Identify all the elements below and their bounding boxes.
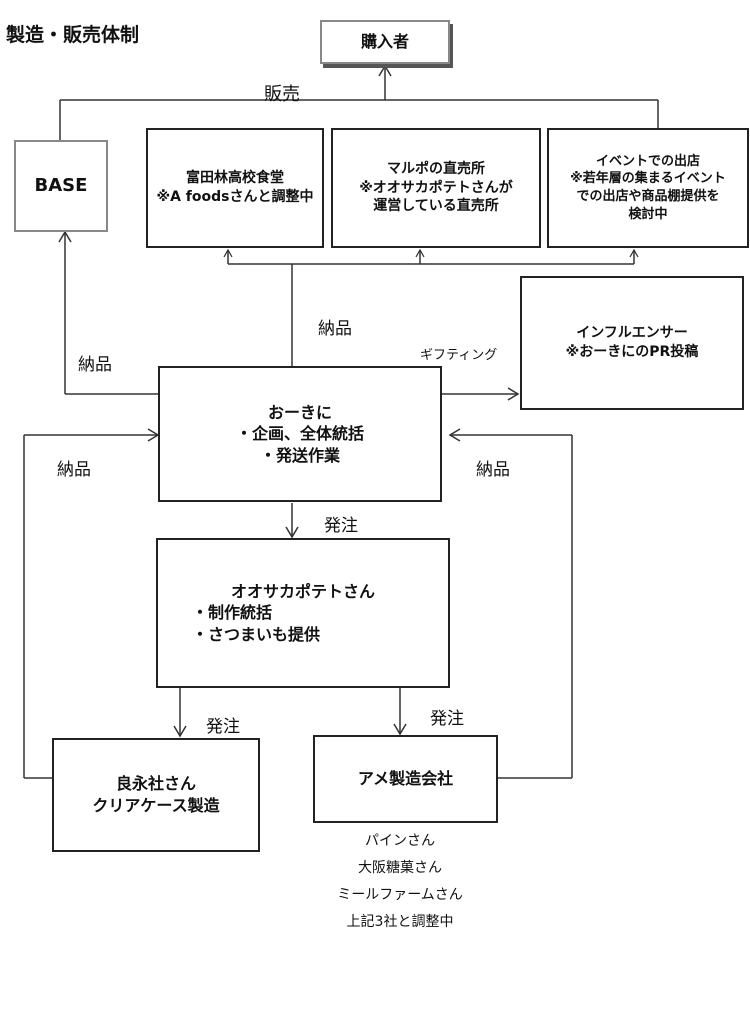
edge-label-order-left: 発注 xyxy=(206,717,240,737)
node-ookini-line-2: ・企画、全体統括 xyxy=(235,424,364,444)
node-ryoeisha-line-2: クリアケース製造 xyxy=(92,796,220,815)
node-ryoeisha: 良永社さん クリアケース製造 xyxy=(52,738,260,852)
edge-label-delivery-center: 納品 xyxy=(318,319,352,339)
candidate-item: 上記3社と調整中 xyxy=(346,914,454,930)
edge-label-sales: 販売 xyxy=(264,84,300,105)
edge-label-gifting: ギフティング xyxy=(420,348,498,363)
node-ookini-line-1: おーきに xyxy=(267,402,332,422)
edge-label-delivery-right: 納品 xyxy=(476,460,510,480)
node-event: イベントでの出店 ※若年層の集まるイベント での出店や商品棚提供を 検討中 xyxy=(547,128,749,248)
edge-label-delivery-left: 納品 xyxy=(57,460,91,480)
node-marupo-shop: マルポの直売所 ※オオサカポテトさんが 運営している直売所 xyxy=(331,128,541,248)
node-influencer-line-1: インフルエンサー xyxy=(576,325,688,342)
candidate-item: ミールファームさん xyxy=(337,887,463,903)
candidate-item: パインさん xyxy=(365,833,435,849)
node-tomita-cafeteria: 富田林高校食堂 ※A foodsさんと調整中 xyxy=(146,128,324,248)
node-tomita-line-2: ※A foodsさんと調整中 xyxy=(156,189,314,205)
node-ookini-line-3: ・発送作業 xyxy=(259,445,340,465)
node-osaka-potato-line-2: ・制作統括 xyxy=(192,603,273,623)
node-event-line-3: での出店や商品棚提供を xyxy=(576,189,720,204)
node-marupo-line-3: 運営している直売所 xyxy=(373,198,499,215)
node-ryoeisha-line-1: 良永社さん xyxy=(115,774,196,794)
node-event-line-1: イベントでの出店 xyxy=(595,153,700,169)
node-base: BASE xyxy=(14,140,108,232)
candidate-suppliers-note: パインさん 大阪糖菓さん ミールファームさん 上記3社と調整中 xyxy=(300,828,500,936)
node-buyer: 購入者 xyxy=(320,20,450,64)
node-tomita-line-1: 富田林高校食堂 xyxy=(186,170,284,187)
page-title: 製造・販売体制 xyxy=(6,24,140,46)
node-event-line-2: ※若年層の集まるイベント xyxy=(570,171,726,187)
node-candy-maker-label: アメ製造会社 xyxy=(357,769,454,789)
edge-label-order-right: 発注 xyxy=(430,709,464,729)
node-influencer: インフルエンサー ※おーきにのPR投稿 xyxy=(520,276,744,410)
node-event-line-4: 検討中 xyxy=(628,206,668,222)
node-osaka-potato: オオサカポテトさん ・制作統括 ・さつまいも提供 xyxy=(156,538,450,688)
node-base-label: BASE xyxy=(34,174,88,196)
node-osaka-potato-line-1: オオサカポテトさん xyxy=(230,581,375,601)
node-marupo-line-2: ※オオサカポテトさんが xyxy=(359,179,513,196)
edge-label-delivery-base: 納品 xyxy=(78,355,112,375)
node-ookini: おーきに ・企画、全体統括 ・発送作業 xyxy=(158,366,442,502)
edge-label-order-main: 発注 xyxy=(324,516,358,536)
candidate-item: 大阪糖菓さん xyxy=(358,860,442,876)
node-marupo-line-1: マルポの直売所 xyxy=(387,160,485,177)
node-buyer-label: 購入者 xyxy=(360,32,409,52)
node-influencer-line-2: ※おーきにのPR投稿 xyxy=(565,344,699,360)
node-candy-maker: アメ製造会社 xyxy=(313,735,498,823)
node-osaka-potato-line-3: ・さつまいも提供 xyxy=(192,624,321,644)
